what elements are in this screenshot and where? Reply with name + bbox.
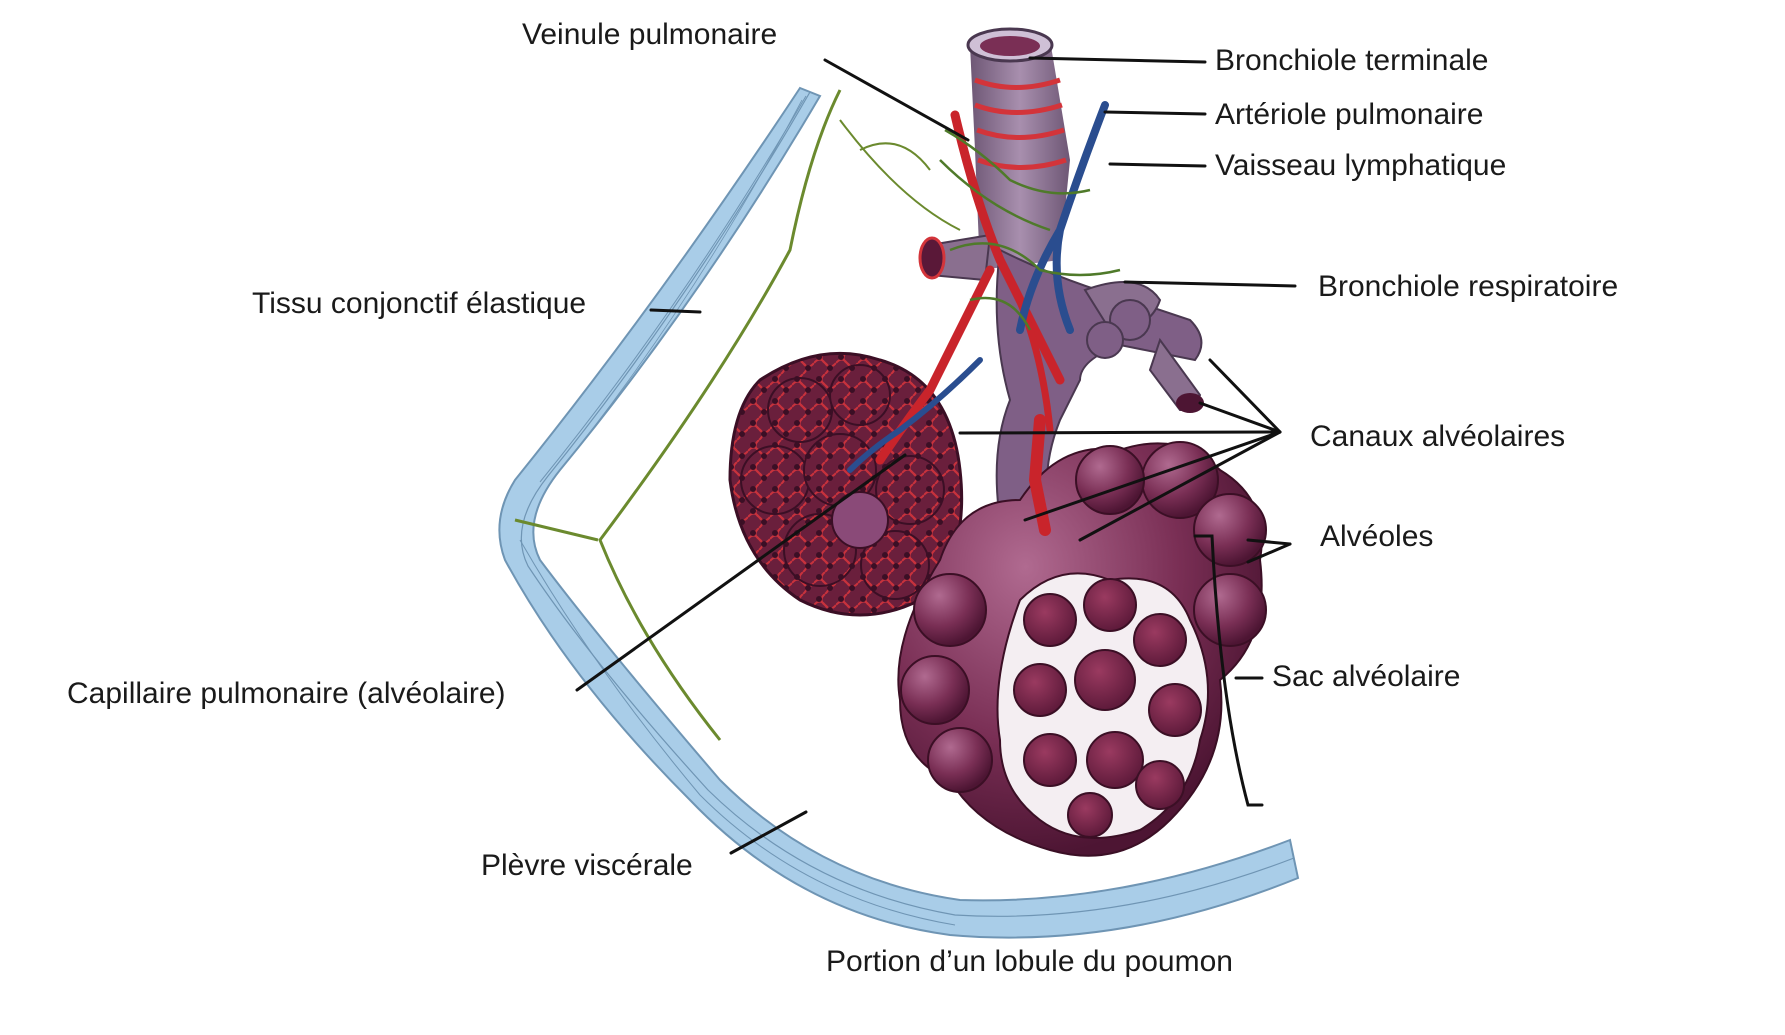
label-vaisseau-lymphatique: Vaisseau lymphatique [1215, 149, 1506, 182]
bronchiole-terminale [966, 27, 1070, 270]
label-alveoles: Alvéoles [1320, 520, 1433, 553]
leader-alveoles-2 [1246, 542, 1292, 564]
sac-alveolaire-bracket [1193, 534, 1264, 807]
leader-bronchiole-terminale [1028, 56, 1207, 64]
leader-veinule [823, 58, 970, 142]
label-tissu-conjonctif: Tissu conjonctif élastique [252, 287, 586, 320]
label-bronchiole-respiratoire: Bronchiole respiratoire [1318, 270, 1618, 303]
bronchiole-respiratoire [918, 233, 1204, 521]
leader-lymphatique [1108, 162, 1207, 168]
leader-arteriole [1103, 110, 1207, 116]
label-canaux-alveolaires: Canaux alvéolaires [1310, 420, 1565, 453]
leader-canaux-2 [1198, 401, 1282, 434]
label-plevre-viscerale: Plèvre viscérale [481, 849, 693, 882]
leader-tissu [649, 308, 702, 314]
leader-plevre [729, 810, 808, 855]
pleura-band [498, 86, 1300, 939]
leader-canaux-5 [1078, 430, 1282, 542]
diagram-caption: Portion d’un lobule du poumon [826, 945, 1233, 978]
leader-capillaire [575, 453, 907, 692]
labels: Veinule pulmonaire Bronchiole terminale … [67, 18, 1618, 978]
leader-bronchiole-respiratoire [1123, 280, 1297, 288]
leader-canaux-4 [1023, 430, 1282, 522]
label-arteriole-pulmonaire: Artériole pulmonaire [1215, 98, 1483, 131]
leader-canaux-3 [958, 430, 1282, 435]
elastic-fiber [598, 89, 842, 741]
leader-alveoles-1 [1246, 538, 1292, 546]
label-veinule-pulmonaire: Veinule pulmonaire [522, 18, 777, 51]
leader-lines [575, 56, 1297, 855]
leader-canaux-1 [1208, 358, 1282, 434]
label-sac-alveolaire: Sac alvéolaire [1272, 660, 1460, 693]
label-capillaire-pulmonaire: Capillaire pulmonaire (alvéolaire) [67, 677, 506, 710]
label-bronchiole-terminale: Bronchiole terminale [1215, 44, 1488, 77]
